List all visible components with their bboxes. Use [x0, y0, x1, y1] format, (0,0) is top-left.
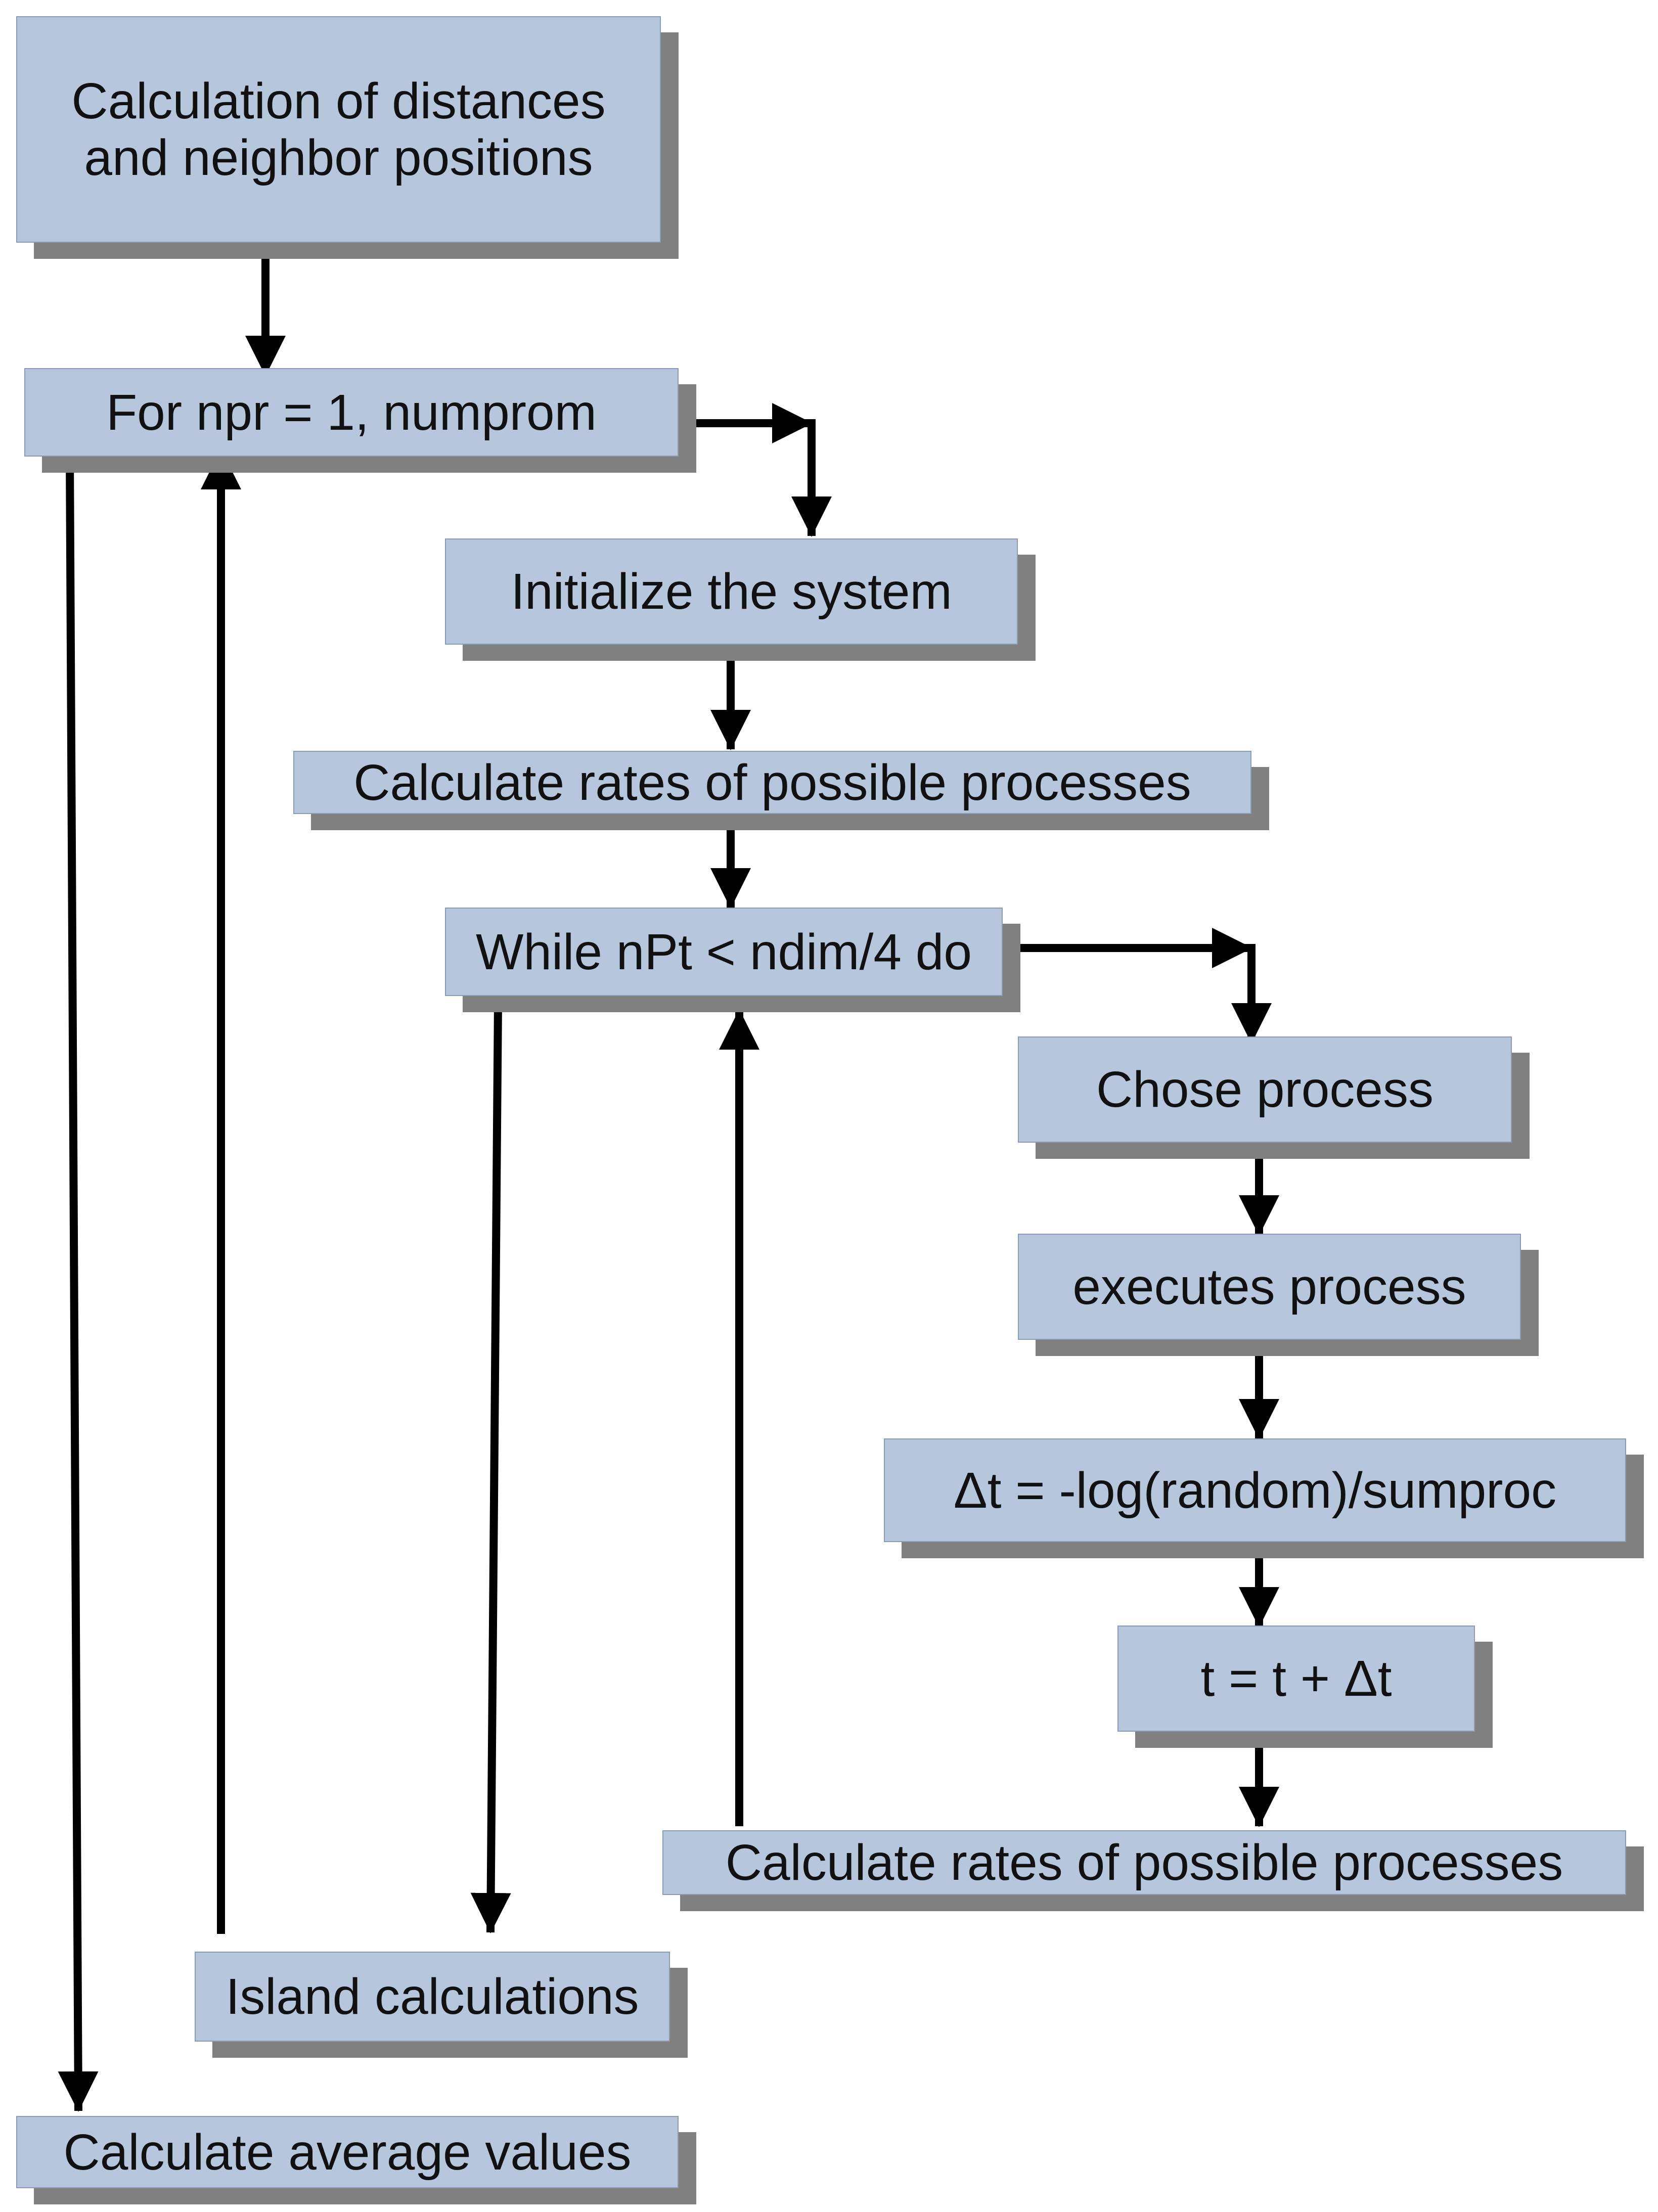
- box-calculate-rates-1-label: Calculate rates of possible processes: [353, 754, 1191, 811]
- box-island-calculations-label: Island calculations: [226, 1968, 639, 2025]
- box-calculation-of-distances-label: Calculation of distances and neighbor po…: [71, 73, 606, 186]
- box-calculate-rates-1: Calculate rates of possible processes: [293, 751, 1251, 814]
- box-calculation-of-distances: Calculation of distances and neighbor po…: [16, 16, 661, 243]
- box-delta-t-label: Δt = -log(random)/sumproc: [953, 1462, 1557, 1519]
- box-calculate-rates-2-label: Calculate rates of possible processes: [725, 1834, 1563, 1891]
- arrow-while-to-island: [470, 1003, 511, 1933]
- box-initialize-system-label: Initialize the system: [511, 563, 952, 620]
- box-calculate-rates-2: Calculate rates of possible processes: [662, 1830, 1626, 1895]
- box-for-loop-label: For npr = 1, numprom: [106, 384, 597, 441]
- arrow-while-to-chose: [1010, 944, 1272, 1044]
- arrow-for-to-init: [679, 419, 832, 537]
- box-for-loop: For npr = 1, numprom: [24, 368, 679, 457]
- box-delta-t: Δt = -log(random)/sumproc: [884, 1438, 1626, 1542]
- box-initialize-system: Initialize the system: [445, 538, 1018, 645]
- box-executes-process: executes process: [1018, 1234, 1521, 1340]
- box-executes-process-label: executes process: [1072, 1258, 1466, 1315]
- box-while-loop: While nPt < ndim/4 do: [445, 908, 1003, 996]
- box-while-loop-label: While nPt < ndim/4 do: [475, 923, 972, 980]
- box-chose-process: Chose process: [1018, 1036, 1512, 1143]
- box-chose-process-label: Chose process: [1096, 1061, 1433, 1118]
- box-t-update: t = t + Δt: [1117, 1626, 1475, 1732]
- box-calculate-average-values: Calculate average values: [16, 2116, 679, 2188]
- box-t-update-label: t = t + Δt: [1200, 1650, 1392, 1707]
- box-calculate-average-values-label: Calculate average values: [63, 2124, 632, 2181]
- box-island-calculations: Island calculations: [195, 1952, 670, 2042]
- arrow-for-to-average: [58, 457, 99, 2112]
